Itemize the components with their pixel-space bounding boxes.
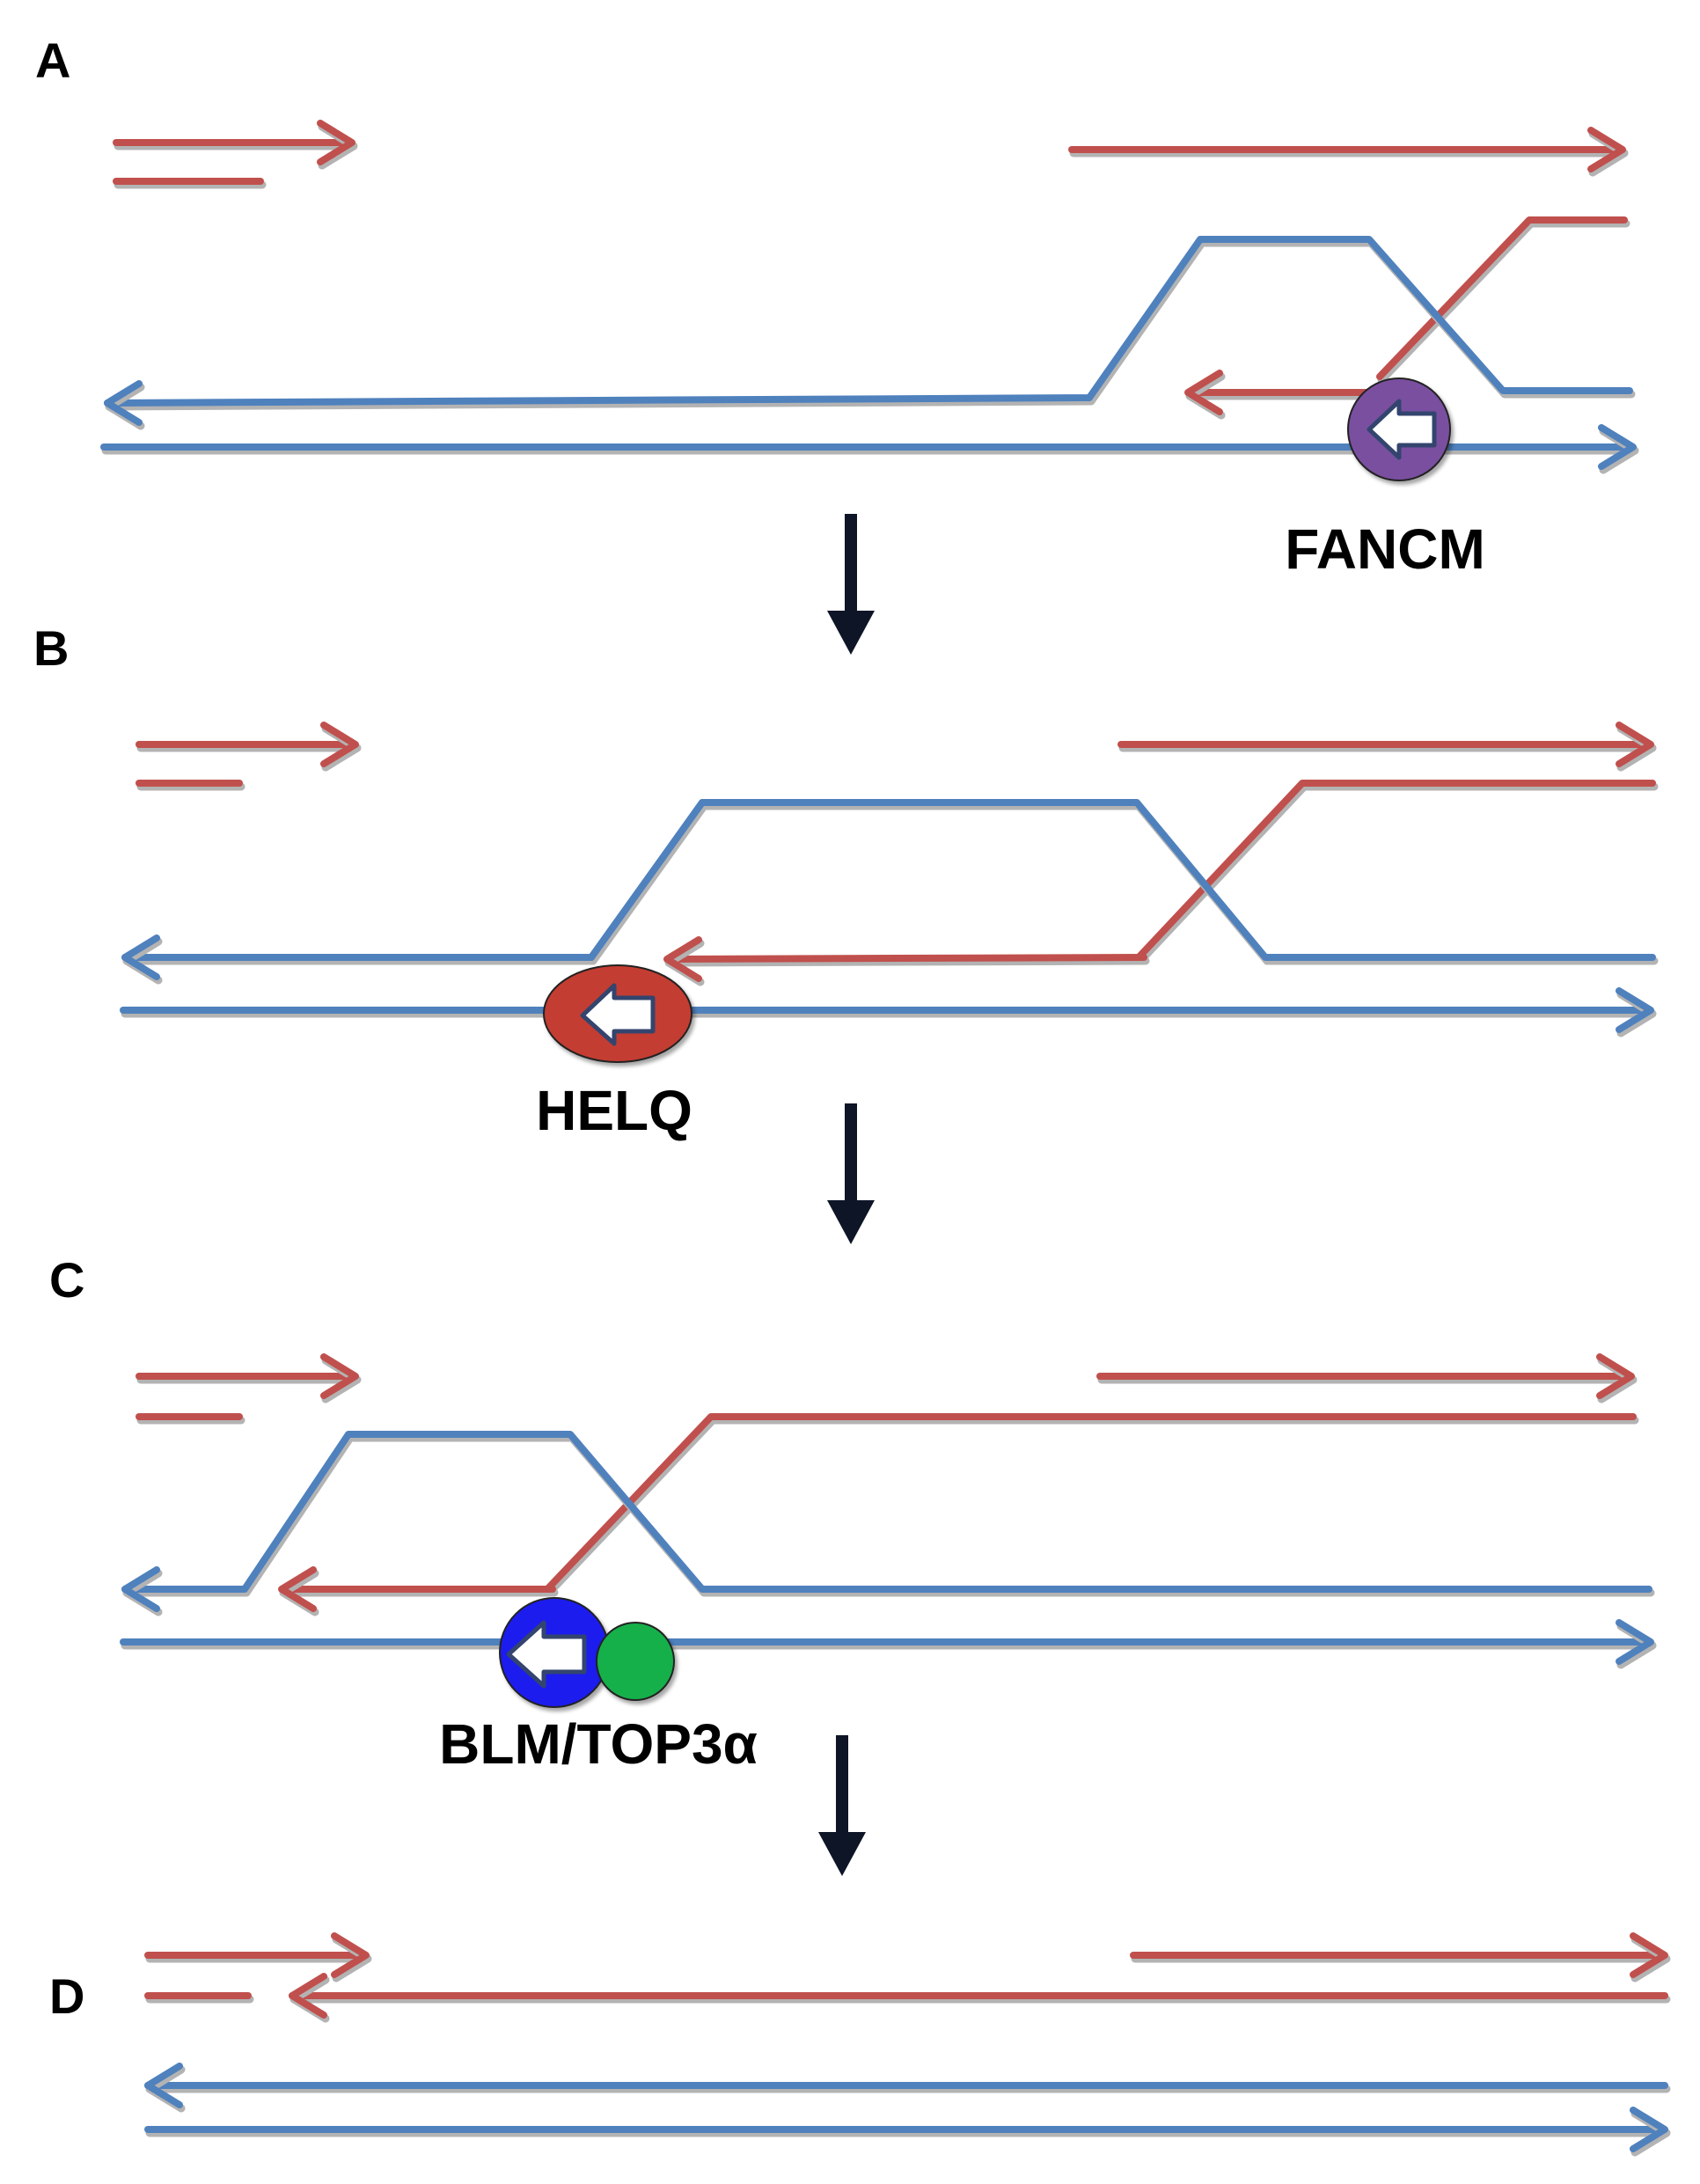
panel-d-red-top-right-head xyxy=(1630,1932,1668,1978)
panel-c-red-top-left-head xyxy=(320,1353,359,1399)
panel-a-blue-displaced xyxy=(104,236,1633,407)
step-arrow-a-b-head xyxy=(827,611,875,655)
step-arrow-a-b-shaft xyxy=(845,514,857,619)
panel-c-red-top-right-head xyxy=(1596,1353,1635,1399)
panel-a-blue-bottom-head xyxy=(1598,424,1637,470)
panel-a-red-invading-head xyxy=(1184,370,1223,415)
panel-a-red-crossing xyxy=(1376,216,1628,380)
panel-b-red-invading-head xyxy=(663,936,702,982)
panel-d-blue-strands xyxy=(144,2063,1671,2157)
panel-b-blue-strands xyxy=(120,799,1659,1037)
panel-c-blue-bottom-head xyxy=(1616,1619,1654,1665)
helq-left-arrow-icon xyxy=(580,983,656,1046)
panel-a-red-strands xyxy=(113,120,1630,420)
panel-d-red-strands xyxy=(144,1932,1671,2023)
panel-b-red-crossing xyxy=(1135,780,1656,961)
panel-a-red-top-right-head xyxy=(1587,127,1626,172)
fancm-label: FANCM xyxy=(1285,517,1485,581)
panel-d-red-long-head xyxy=(289,1973,327,2019)
step-arrow-b-c-head xyxy=(827,1200,875,1244)
step-arrow-b-c-shaft xyxy=(845,1103,857,1209)
step-arrow-c-d-shaft xyxy=(836,1735,848,1841)
panel-b-red-strands xyxy=(136,722,1659,986)
panel-c-red-invading-head xyxy=(278,1566,317,1612)
panel-b-blue-displaced xyxy=(121,799,1656,961)
helq-label: HELQ xyxy=(536,1079,692,1142)
panel-b-letter: B xyxy=(33,620,69,676)
panel-a: A FANCM xyxy=(35,33,1639,581)
panel-a-letter: A xyxy=(35,33,70,88)
panel-b-blue-bottom-head xyxy=(1616,987,1654,1033)
panel-d-blue-top-head xyxy=(144,2063,183,2108)
panel-d-blue-bottom-head xyxy=(1630,2107,1668,2152)
panel-c-blue-strands xyxy=(120,1431,1657,1669)
panel-c-red-crossing xyxy=(544,1413,1637,1593)
step-arrow-a-b xyxy=(827,514,875,655)
panel-c-blue-displaced-head xyxy=(121,1566,160,1612)
panel-d-red-top-left-head xyxy=(331,1932,370,1978)
panel-a-blue-displaced-head xyxy=(104,380,143,426)
panel-b: B HELQ xyxy=(33,620,1659,1142)
panel-d: D xyxy=(49,1932,1671,2157)
top3a-body xyxy=(596,1622,675,1701)
panel-c-red-strands xyxy=(136,1353,1639,1616)
fancm-left-arrow-icon xyxy=(1367,399,1437,460)
blm-left-arrow-icon xyxy=(506,1620,587,1689)
fancm-protein: FANCM xyxy=(1285,377,1485,581)
step-arrow-b-c xyxy=(827,1103,875,1244)
panel-c-letter: C xyxy=(49,1252,84,1308)
panel-c: C BLM/TOP3α xyxy=(49,1252,1657,1776)
blm-top3a-complex: BLM/TOP3α xyxy=(439,1597,758,1776)
blm-top3a-label: BLM/TOP3α xyxy=(439,1712,758,1776)
panel-b-red-invading xyxy=(665,954,1147,963)
panel-c-blue-displaced xyxy=(121,1431,1652,1593)
panel-d-letter: D xyxy=(49,1968,84,2024)
step-arrow-c-d-head xyxy=(818,1832,866,1876)
panel-b-red-top-left-head xyxy=(320,722,359,767)
panel-a-red-top-left-head xyxy=(317,120,355,165)
step-arrow-c-d xyxy=(818,1735,866,1876)
panel-b-blue-displaced-head xyxy=(121,934,160,980)
panel-b-red-top-right-head xyxy=(1616,722,1654,767)
helq-protein: HELQ xyxy=(536,964,692,1142)
